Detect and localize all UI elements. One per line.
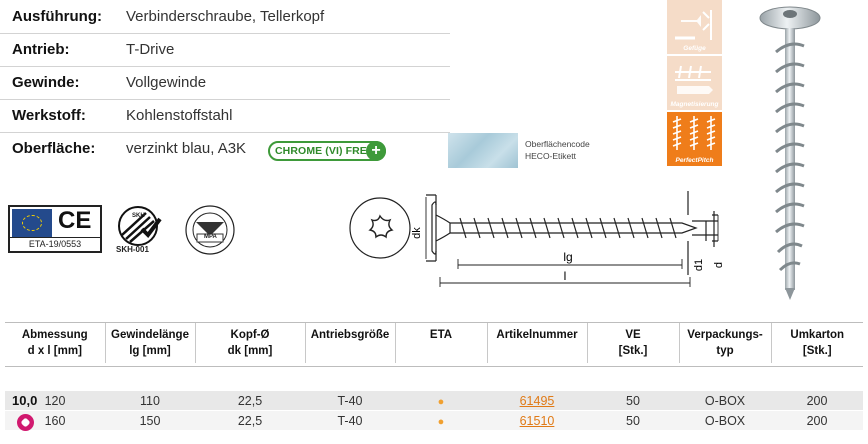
col-antriebsgroesse: Antriebsgröße (304, 323, 395, 363)
eta-flag-icon (12, 209, 52, 237)
cell-ve: 50 (587, 390, 679, 411)
surface-code-line1: Oberflächencode (525, 139, 590, 149)
cell-thread-length: 150 (105, 410, 195, 431)
skh-logo: SKH SKH-001 (112, 205, 164, 255)
cell-eta: ● (395, 390, 487, 411)
cell-head-diameter: 22,5 (195, 410, 305, 431)
cell-article: 61495 (487, 390, 587, 411)
chrome-free-badge: CHROME (VI) FREE + (268, 141, 386, 161)
spec-value: T-Drive (126, 41, 175, 58)
d1-label: d1 (693, 259, 705, 271)
dimension-lines (425, 197, 719, 287)
table-header-rule (5, 366, 863, 367)
col-eta: ETA (394, 323, 487, 363)
screw-structure-icon (675, 10, 712, 40)
dk-label: dk (411, 227, 423, 239)
cell-packaging: O-BOX (679, 410, 771, 431)
lg-label: lg (563, 250, 572, 264)
cell-carton: 200 (771, 410, 863, 431)
skh-seal-icon (118, 206, 162, 246)
l-label: l (564, 269, 567, 283)
spec-key: Ausführung: (12, 8, 102, 25)
spec-row-antrieb: Antrieb: T-Drive (0, 33, 450, 67)
surface-code-line2: HECO-Etikett (525, 151, 577, 161)
cell-thread-length: 110 (105, 390, 195, 411)
gefuege-label: Gefüge (683, 45, 706, 52)
cell-length: 120 (5, 390, 105, 411)
col-ve: VE[Stk.] (586, 323, 679, 363)
spec-value: Vollgewinde (126, 74, 207, 91)
screw-profile (426, 191, 718, 275)
cell-drive-size: T-40 (305, 390, 395, 411)
spec-key: Antrieb: (12, 41, 70, 58)
spec-value: Verbinderschraube, Tellerkopf (126, 8, 325, 25)
chrome-free-label: CHROME (VI) FREE (275, 145, 375, 157)
spec-key: Werkstoff: (12, 107, 86, 124)
ce-mark: CE (58, 207, 92, 234)
tdrive-badge-icon (17, 414, 34, 431)
mpa-text: MPA (204, 234, 217, 240)
mpa-seal-icon (185, 205, 235, 255)
perfectpitch-label: PerfectPitch (675, 157, 714, 164)
plus-icon: + (366, 141, 386, 161)
spec-key: Oberfläche: (12, 140, 96, 157)
eta-number: ETA-19/0553 (10, 237, 100, 251)
cell-article: 61510 (487, 410, 587, 431)
gefuege-icon: Gefüge (667, 0, 722, 54)
article-link[interactable]: 61510 (519, 413, 555, 428)
spec-row-werkstoff: Werkstoff: Kohlenstoffstahl (0, 99, 450, 133)
cell-packaging: O-BOX (679, 390, 771, 411)
spec-value: Kohlenstoffstahl (126, 107, 233, 124)
spec-row-oberflaeche: Oberfläche: verzinkt blau, A3K (0, 132, 450, 165)
perfectpitch-screws-icon (672, 116, 716, 150)
skh-code: SKH-001 (116, 245, 149, 254)
spec-value: verzinkt blau, A3K (126, 140, 247, 157)
skh-text: SKH (132, 213, 145, 219)
magnetisierung-label: Magnetisierung (670, 101, 719, 108)
article-link[interactable]: 61495 (519, 393, 555, 408)
col-umkarton: Umkarton[Stk.] (770, 323, 863, 363)
eta-ce-logo: CE ETA-19/0553 (8, 205, 102, 253)
cell-carton: 200 (771, 390, 863, 411)
spec-row-ausfuehrung: Ausführung: Verbinderschraube, Tellerkop… (0, 0, 450, 34)
eta-dot-icon: ● (437, 395, 445, 408)
screw-product-image (759, 6, 821, 300)
drive-recess-view (349, 197, 411, 259)
col-verpackung: Verpackungs-typ (678, 323, 771, 363)
cell-eta: ● (395, 410, 487, 431)
perfectpitch-icon: PerfectPitch (667, 112, 722, 166)
surface-code-label: Oberflächencode HECO-Etikett (525, 138, 590, 162)
d-label: d (713, 262, 725, 268)
cell-head-diameter: 22,5 (195, 390, 305, 411)
screw-magnet-icon (675, 65, 713, 94)
technical-drawing: lg l dk d1 d (349, 191, 725, 287)
magnetisierung-icon: Magnetisierung (667, 56, 722, 110)
table-top-rule (5, 322, 863, 323)
cell-ve: 50 (587, 410, 679, 431)
diameter-label: 10,0 (12, 393, 38, 408)
surface-color-swatch (448, 133, 518, 168)
col-artikelnummer: Artikelnummer (486, 323, 587, 363)
spec-key: Gewinde: (12, 74, 80, 91)
mpa-logo: MPA (182, 204, 238, 256)
eta-dot-icon: ● (437, 415, 445, 428)
table-row[interactable]: 120 110 22,5 T-40 ● 61495 50 O-BOX 200 (5, 390, 863, 411)
table-row[interactable]: 160 150 22,5 T-40 ● 61510 50 O-BOX 200 (5, 410, 863, 431)
cell-drive-size: T-40 (305, 410, 395, 431)
spec-row-gewinde: Gewinde: Vollgewinde (0, 66, 450, 100)
